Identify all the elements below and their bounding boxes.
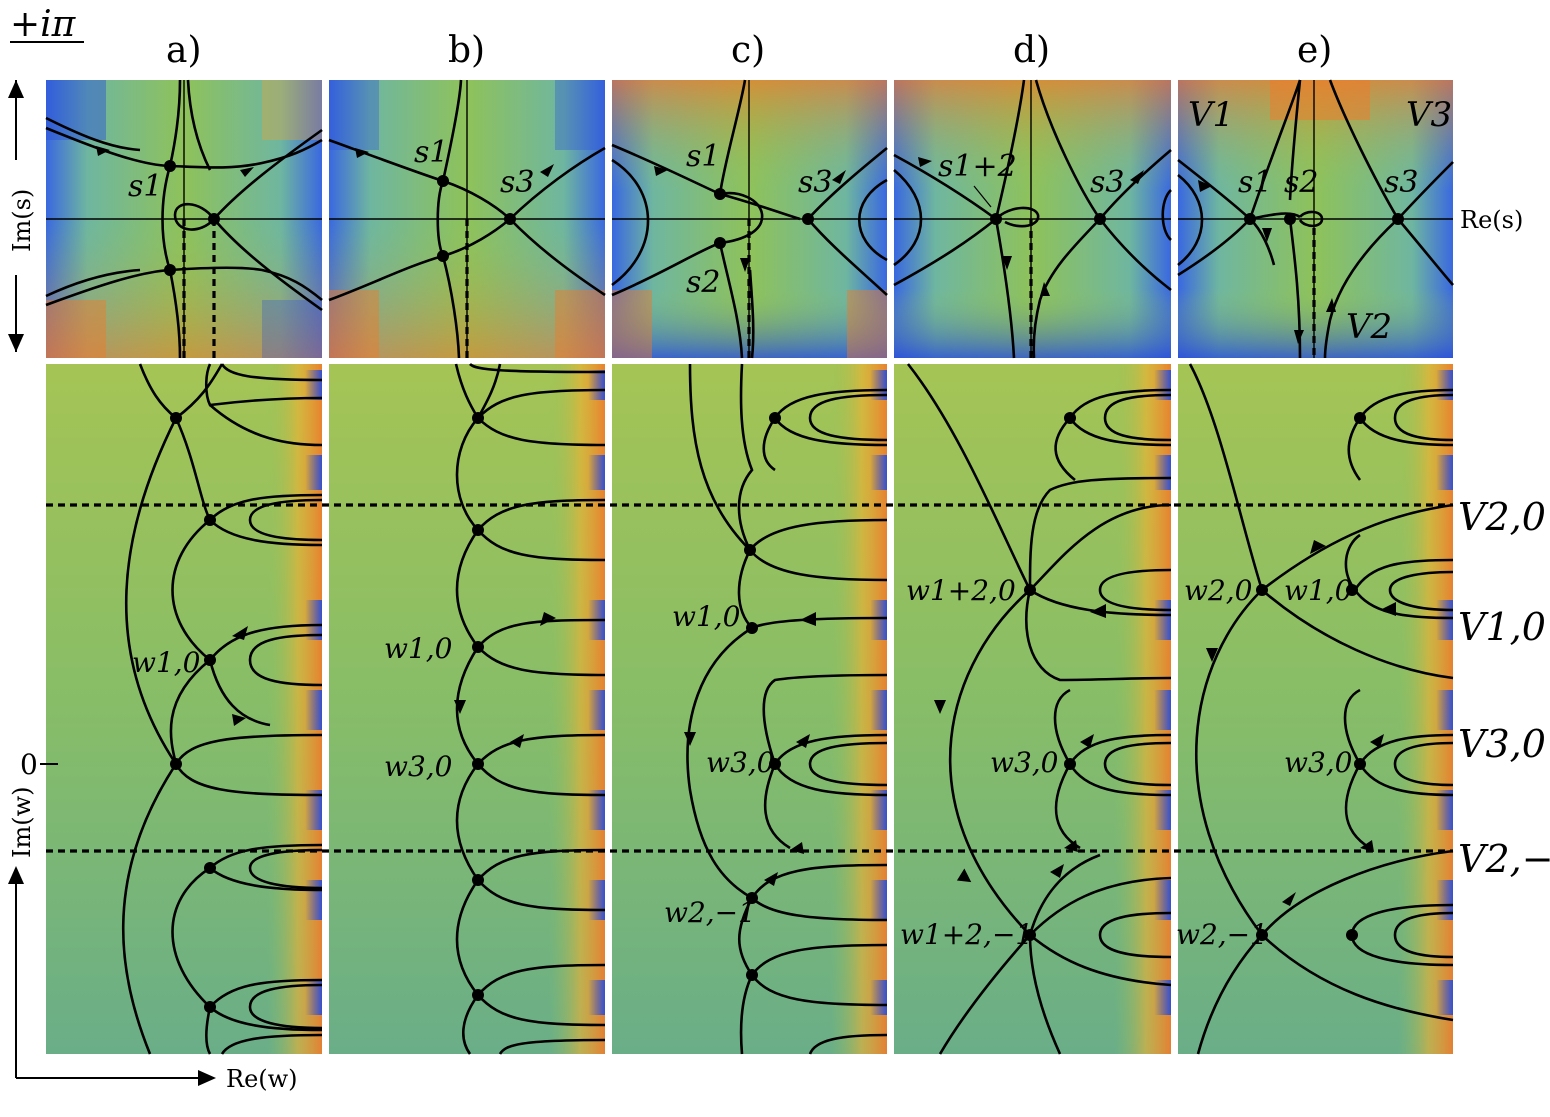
w-label-d-w120: w1+2,0 xyxy=(906,574,1016,607)
top-panel-e-curves xyxy=(1177,79,1454,359)
s-label-c-s1: s1 xyxy=(686,139,720,174)
panel-letter-e: e) xyxy=(1297,30,1332,71)
right-label-V10: V1,0 xyxy=(1458,605,1546,649)
w-label-b-w10: w1,0 xyxy=(384,632,453,665)
top-panel-d-curves xyxy=(893,79,1172,359)
bottom-panel-a-curves xyxy=(121,363,323,1055)
s-label-d-s3: s3 xyxy=(1090,165,1124,200)
w-label-a-w10: w1,0 xyxy=(132,646,201,679)
panel-letter-d: d) xyxy=(1013,30,1050,71)
bottom-panel-e-curves xyxy=(1188,363,1454,1055)
svg-text:Im(s): Im(s) xyxy=(8,189,36,252)
svg-text:Im(w): Im(w) xyxy=(8,786,36,858)
corner-label: +iπ xyxy=(10,4,77,45)
zero-tick-label: 0 xyxy=(20,748,38,781)
im-w-axis: Im(w) xyxy=(8,786,36,1078)
im-s-axis: Im(s) xyxy=(8,80,36,352)
s-label-b-s1: s1 xyxy=(414,135,448,170)
bottom-panel-d-curves xyxy=(906,363,1172,1055)
w-label-e-w10: w1,0 xyxy=(1284,574,1353,607)
edge-blue-stripes xyxy=(280,370,1453,1015)
top-panels: s1 s1 s3 xyxy=(45,79,1454,359)
s-label-b-s3: s3 xyxy=(500,165,534,200)
s-label-a-s1: s1 xyxy=(128,169,162,204)
bottom-panels: w1,0 xyxy=(46,363,1454,1055)
top-panel-a-curves xyxy=(45,79,323,359)
svg-text:Re(w): Re(w) xyxy=(226,1065,298,1093)
s-label-c-s3: s3 xyxy=(798,165,832,200)
right-label-V20: V2,0 xyxy=(1458,495,1546,539)
w-label-c-w2m1: w2,−1 xyxy=(664,896,756,929)
s-label-e-V3: V3 xyxy=(1406,95,1452,135)
axis-label-re-s: Re(s) xyxy=(1460,206,1523,234)
s-label-e-s2: s2 xyxy=(1284,165,1318,200)
s-label-c-s2: s2 xyxy=(686,265,720,300)
right-label-V30: V3,0 xyxy=(1458,722,1546,766)
bottom-panel-b-curves xyxy=(454,363,606,1055)
s-label-e-s1: s1 xyxy=(1238,165,1272,200)
w-label-c-w10: w1,0 xyxy=(672,600,741,633)
w-label-d-w12m1: w1+2,−1 xyxy=(900,918,1033,951)
w-label-e-w2m1: w2,−1 xyxy=(1176,918,1268,951)
re-w-axis: Re(w) xyxy=(16,1065,298,1093)
panel-letter-a: a) xyxy=(166,30,202,71)
s-label-e-V2: V2 xyxy=(1346,307,1392,347)
top-panel-c-curves xyxy=(611,79,888,359)
w-label-e-w20: w2,0 xyxy=(1184,574,1253,607)
bottom-panel-c-curves xyxy=(684,363,888,1055)
w-label-c-w30: w3,0 xyxy=(706,746,775,779)
bottom-panel-b-bg xyxy=(329,364,605,1054)
w-label-b-w30: w3,0 xyxy=(384,750,453,783)
s-label-e-V1: V1 xyxy=(1188,95,1234,135)
w-label-e-w30: w3,0 xyxy=(1284,746,1353,779)
s-label-e-s3: s3 xyxy=(1384,165,1418,200)
panel-letter-b: b) xyxy=(448,30,485,71)
panel-letter-c: c) xyxy=(731,30,765,71)
top-panel-b-curves xyxy=(328,79,606,359)
s-label-d-s12: s1+2 xyxy=(938,149,1017,184)
w-label-d-w30: w3,0 xyxy=(990,746,1059,779)
right-label-V2m1: V2,−1 xyxy=(1458,837,1550,881)
